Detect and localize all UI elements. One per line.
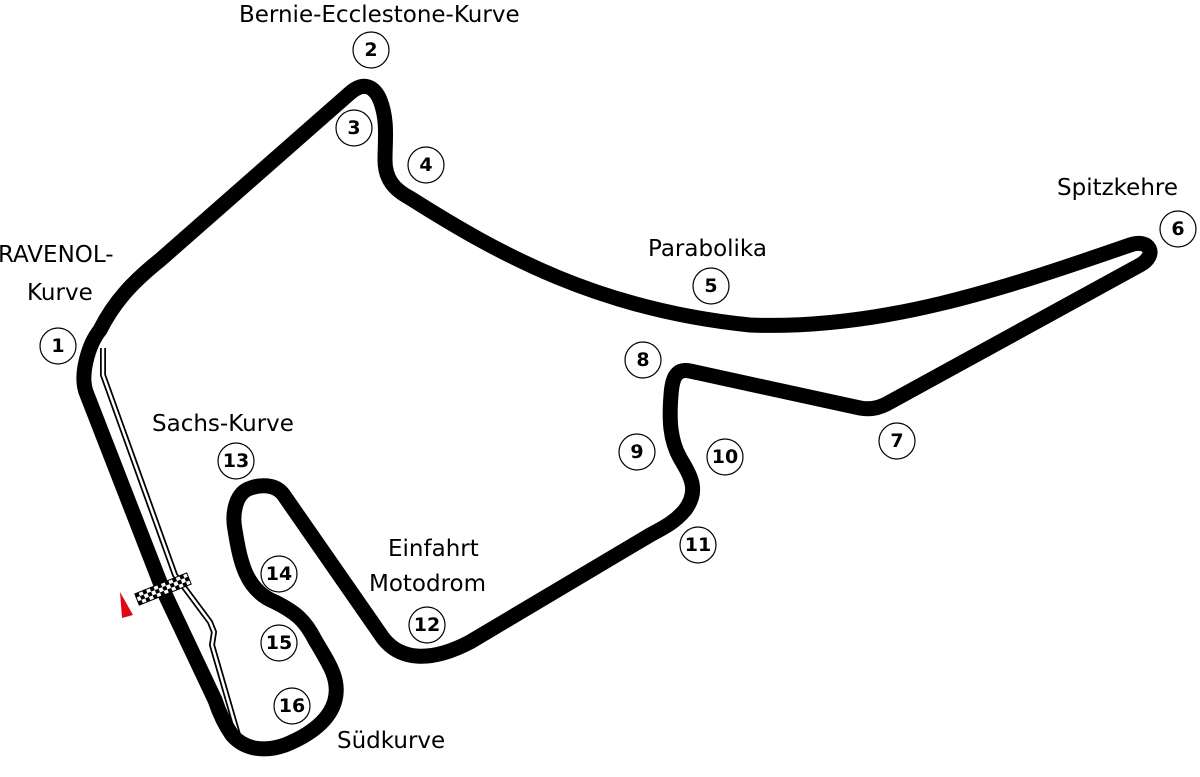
corner-marker-5: 5 xyxy=(692,267,730,305)
corner-marker-7: 7 xyxy=(878,422,916,460)
svg-text:13: 13 xyxy=(223,450,249,472)
corner-marker-15: 15 xyxy=(260,624,298,662)
start-finish-line xyxy=(134,572,192,606)
corner-name-6: Spitzkehre xyxy=(1057,175,1178,201)
corner-name-5: Parabolika xyxy=(648,236,767,262)
corner-marker-11: 11 xyxy=(679,526,717,564)
corner-name-16: Südkurve xyxy=(337,728,445,754)
corner-marker-16: 16 xyxy=(273,687,311,725)
svg-text:7: 7 xyxy=(890,430,903,452)
svg-text:11: 11 xyxy=(685,534,711,556)
corner-marker-3: 3 xyxy=(335,109,373,147)
svg-text:6: 6 xyxy=(1171,218,1184,240)
corner-marker-4: 4 xyxy=(407,146,445,184)
svg-text:8: 8 xyxy=(636,349,649,371)
race-track xyxy=(76,78,1158,757)
svg-text:16: 16 xyxy=(279,695,305,717)
corner-name-12a: Einfahrt xyxy=(388,536,479,562)
corner-name-2: Bernie-Ecclestone-Kurve xyxy=(239,2,520,28)
svg-text:10: 10 xyxy=(712,446,738,468)
svg-text:15: 15 xyxy=(266,632,292,654)
svg-text:1: 1 xyxy=(51,335,64,357)
corner-name-1b: Kurve xyxy=(27,280,93,306)
corner-marker-9: 9 xyxy=(618,433,656,471)
corner-marker-13: 13 xyxy=(217,442,255,480)
direction-arrow-icon xyxy=(120,592,133,618)
pit-lane-inner xyxy=(101,348,286,747)
corner-name-12b: Motodrom xyxy=(369,571,486,597)
svg-text:12: 12 xyxy=(414,614,440,636)
corner-marker-2: 2 xyxy=(352,31,390,69)
corner-marker-8: 8 xyxy=(624,341,662,379)
pit-lane xyxy=(100,348,286,749)
svg-text:3: 3 xyxy=(347,117,360,139)
corner-name-1a: RAVENOL- xyxy=(0,242,114,268)
corner-marker-14: 14 xyxy=(260,555,298,593)
corner-marker-1: 1 xyxy=(39,327,77,365)
svg-text:9: 9 xyxy=(630,441,643,463)
svg-text:2: 2 xyxy=(364,39,377,61)
corner-marker-10: 10 xyxy=(706,438,744,476)
svg-text:4: 4 xyxy=(419,154,432,176)
svg-text:14: 14 xyxy=(266,563,292,585)
svg-text:5: 5 xyxy=(704,275,717,297)
corner-marker-12: 12 xyxy=(408,606,446,644)
corner-name-13: Sachs-Kurve xyxy=(152,411,294,437)
corner-marker-6: 6 xyxy=(1159,210,1197,248)
